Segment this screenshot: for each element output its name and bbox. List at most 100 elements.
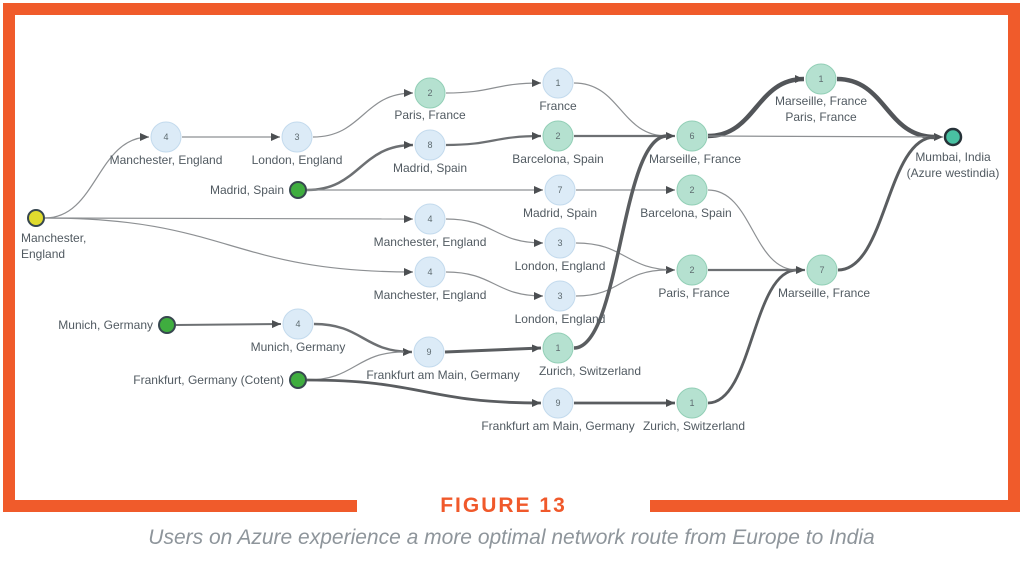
hop-teal-circle — [805, 63, 837, 95]
figure-caption: Users on Azure experience a more optimal… — [148, 526, 875, 549]
route-edge-n20-d1 — [836, 76, 936, 140]
hop-blue-circle — [542, 67, 574, 99]
node-o3: Munich, Germany — [58, 316, 176, 334]
hop-count: 3 — [294, 132, 299, 142]
route-edge-n17-n21 — [707, 189, 798, 271]
node-label: Marseille, France — [778, 286, 870, 300]
hop-count: 2 — [427, 88, 432, 98]
node-label: Manchester, England — [374, 288, 487, 302]
hop-count: 4 — [427, 214, 432, 224]
hop-teal-circle — [676, 120, 708, 152]
route-edge-o4-n15 — [306, 378, 542, 407]
hop-count: 3 — [557, 291, 562, 301]
dst-circle — [943, 127, 963, 147]
node-label: Madrid, Spain — [393, 161, 467, 175]
node-label: London, England — [252, 153, 343, 167]
route-edge-n9-n16 — [573, 82, 668, 137]
hop-count: 2 — [689, 185, 694, 195]
hop-teal-circle — [676, 387, 708, 419]
node-label: Frankfurt am Main, Germany — [366, 368, 519, 382]
hop-blue-circle — [414, 203, 446, 235]
hop-count: 8 — [427, 140, 432, 150]
hop-teal-circle — [676, 174, 708, 206]
frame-right-border — [1008, 3, 1020, 512]
hop-count: 7 — [557, 185, 562, 195]
node-label: Barcelona, Spain — [512, 152, 603, 166]
node-label: Munich, Germany — [58, 318, 153, 332]
route-edge-n12-n18 — [575, 242, 676, 274]
hop-blue-circle — [281, 121, 313, 153]
hop-count: 2 — [689, 265, 694, 275]
node-label: Paris, France — [785, 110, 857, 124]
node-label: Manchester, England — [374, 235, 487, 249]
src-green-circle — [158, 316, 176, 334]
route-edge-o2-n4 — [306, 141, 414, 192]
node-label: Marseille, France — [649, 152, 741, 166]
node-label: Madrid, Spain — [523, 206, 597, 220]
route-edge-o1-n6 — [44, 217, 414, 276]
hop-blue-circle — [544, 280, 576, 312]
route-edge-n16-d1 — [707, 132, 944, 141]
hop-teal-circle — [542, 120, 574, 152]
hop-count: 7 — [819, 265, 824, 275]
node-label: Zurich, Switzerland — [643, 419, 745, 433]
node-o2: Madrid, Spain — [210, 181, 307, 199]
hop-count: 1 — [555, 343, 560, 353]
hop-count: 1 — [818, 74, 823, 84]
node-d1: Mumbai, India(Azure westindia) — [907, 127, 1000, 180]
node-label: Manchester, — [21, 231, 86, 245]
hop-count: 3 — [557, 238, 562, 248]
route-edge-n14-n16 — [573, 134, 668, 350]
hop-count: 4 — [163, 132, 168, 142]
hop-count: 1 — [689, 398, 694, 408]
hop-teal-circle — [414, 77, 446, 109]
node-label: (Azure westindia) — [907, 166, 1000, 180]
hop-count: 9 — [426, 347, 431, 357]
frame-bottom-left-border — [3, 500, 357, 512]
src-yellow-circle — [27, 209, 45, 227]
hop-blue-circle — [282, 308, 314, 340]
route-edge-n2-n3 — [312, 89, 414, 138]
node-label: Marseille, France — [775, 94, 867, 108]
node-label: London, England — [515, 312, 606, 326]
hop-blue-circle — [544, 227, 576, 259]
hop-blue-circle — [150, 121, 182, 153]
route-edge-n6-n13 — [445, 271, 544, 300]
node-label: London, England — [515, 259, 606, 273]
route-edge-n16-n20 — [707, 75, 805, 139]
hop-count: 6 — [689, 131, 694, 141]
route-edge-n21-d1 — [837, 135, 936, 272]
hop-blue-circle — [542, 387, 574, 419]
src-green-circle — [289, 371, 307, 389]
frame-left-border — [3, 3, 15, 512]
src-green-circle — [289, 181, 307, 199]
node-label: Barcelona, Spain — [640, 206, 731, 220]
frame-bottom-right-border — [650, 500, 1020, 512]
route-edge-o1-n5 — [44, 214, 414, 223]
hop-count: 1 — [555, 78, 560, 88]
hop-teal-circle — [806, 254, 838, 286]
edges-layer — [44, 75, 944, 407]
route-edge-o1-n1 — [44, 133, 150, 219]
hop-blue-circle — [414, 129, 446, 161]
route-edge-n19-n21 — [707, 268, 798, 405]
hop-count: 9 — [555, 398, 560, 408]
